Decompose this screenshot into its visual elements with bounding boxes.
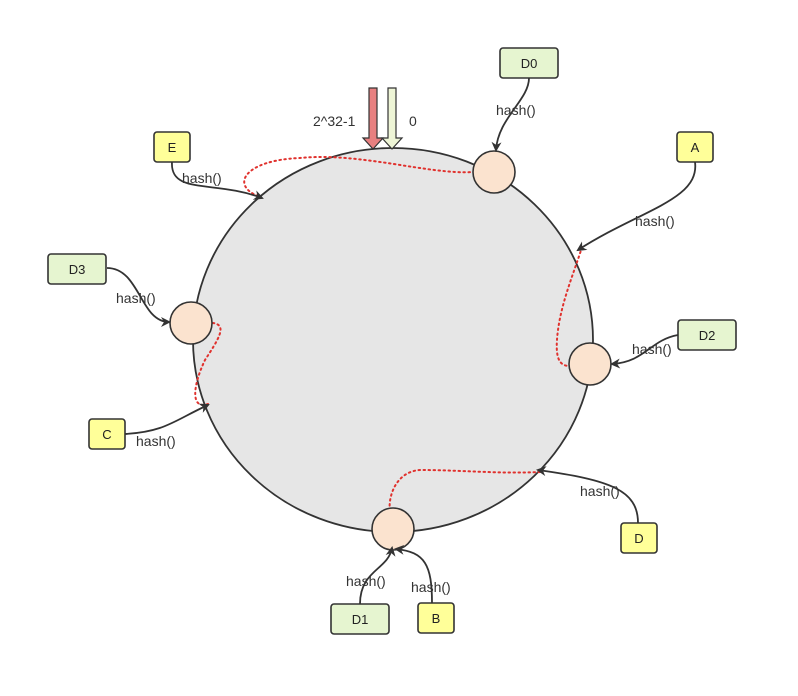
dotted-arc-d-to-d1 (388, 468, 541, 521)
svg-text:B: B (432, 611, 441, 626)
svg-text:D1: D1 (352, 612, 369, 627)
svg-text:A: A (691, 140, 700, 155)
edge-d0 (491, 77, 530, 152)
hash-label-d2: hash() (632, 341, 672, 357)
edge-a (576, 161, 696, 252)
hash-label-b: hash() (411, 579, 451, 595)
edge-d2 (610, 334, 679, 369)
hash-ring (192, 147, 594, 533)
hash-label-a: hash() (635, 213, 675, 229)
svg-text:E: E (168, 140, 177, 155)
dotted-arc-e-to-top (243, 156, 474, 197)
svg-text:C: C (102, 427, 111, 442)
node-left (169, 301, 213, 345)
server-box-c: C (88, 418, 126, 450)
hash-label-e: hash() (182, 170, 222, 186)
hash-label-c: hash() (136, 433, 176, 449)
edge-d (536, 466, 639, 524)
data-box-d0: D0 (499, 47, 559, 79)
svg-text:D2: D2 (699, 328, 716, 343)
dotted-arc-a-to-d2 (555, 246, 583, 367)
server-box-e: E (153, 131, 191, 163)
data-box-d3: D3 (47, 253, 107, 285)
edge-d3 (106, 267, 171, 327)
hash-label-d3: hash() (116, 290, 156, 306)
node-right (568, 342, 612, 386)
server-box-d: D (620, 522, 658, 554)
edge-e (171, 161, 264, 200)
server-box-b: B (417, 602, 455, 634)
data-box-d1: D1 (330, 603, 390, 635)
edge-d1 (359, 546, 396, 605)
svg-text:D0: D0 (521, 56, 538, 71)
edge-b (394, 544, 433, 604)
svg-text:D3: D3 (69, 262, 86, 277)
max-hash-arrow (361, 87, 385, 150)
data-box-d2: D2 (677, 319, 737, 351)
hash-label-d0: hash() (496, 102, 536, 118)
server-box-a: A (676, 131, 714, 163)
zero-label: 0 (409, 113, 417, 129)
svg-text:D: D (634, 531, 643, 546)
max-hash-label: 2^32-1 (313, 113, 356, 129)
zero-arrow (380, 87, 404, 150)
hash-label-d1: hash() (346, 573, 386, 589)
node-top (472, 150, 516, 194)
hash-label-d: hash() (580, 483, 620, 499)
dotted-arc-c-to-d3 (194, 322, 222, 406)
node-bottom (371, 507, 415, 551)
edge-c (124, 403, 210, 435)
